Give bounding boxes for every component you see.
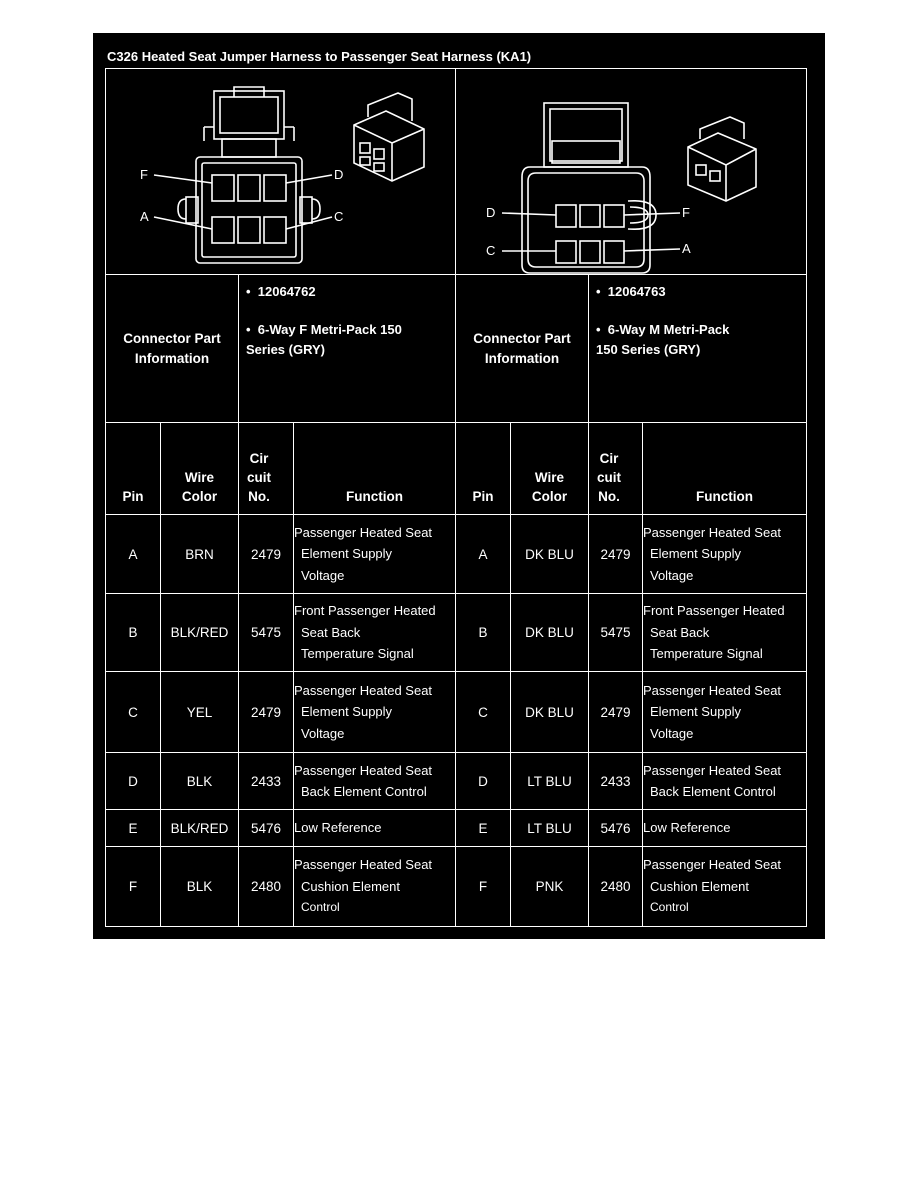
circuit-cell: 5476 — [250, 820, 282, 836]
pin-cell: D — [478, 773, 488, 789]
pin-cell: F — [478, 879, 488, 894]
grid-line — [293, 422, 294, 926]
header-function: Function — [346, 489, 403, 504]
grid-line — [105, 422, 807, 423]
grid-line — [642, 422, 643, 926]
header-pin: Pin — [472, 489, 494, 504]
pin-label-a: A — [682, 241, 691, 256]
wire-color-cell: BRN — [185, 546, 214, 562]
male-connector-diagram: D F C A — [486, 102, 757, 274]
circuit-cell: 2480 — [250, 879, 282, 894]
wire-color-cell: DK BLU — [525, 625, 574, 640]
circuit-cell: 2433 — [600, 773, 631, 789]
female-connector-diagram: F D A C — [140, 86, 425, 264]
circuit-cell: 2479 — [250, 546, 282, 562]
circuit-cell: 5475 — [600, 625, 631, 640]
wire-color-cell: YEL — [186, 704, 213, 720]
circuit-cell: 5476 — [600, 820, 631, 836]
pin-cell: B — [478, 625, 488, 640]
grid-line — [105, 809, 807, 810]
grid-line — [105, 926, 807, 927]
wire-color-cell: BLK — [186, 879, 213, 894]
pin-label-c: C — [334, 209, 343, 224]
part-number: • 12064763 — [596, 284, 666, 299]
connector-sheet: C326 Heated Seat Jumper Harness to Passe… — [93, 33, 825, 939]
wire-color-cell: DK BLU — [525, 704, 574, 720]
connector-part-info-label: Connector Part Information — [123, 331, 221, 366]
circuit-cell: 2479 — [250, 704, 282, 720]
grid-line — [588, 422, 589, 926]
pin-cell: C — [128, 704, 138, 720]
wire-color-cell: BLK — [186, 773, 213, 789]
part-number: • 12064762 — [246, 284, 316, 299]
pin-cell: E — [128, 820, 138, 836]
wire-color-cell: LT BLU — [527, 773, 572, 789]
wire-color-cell: BLK/RED — [170, 625, 229, 640]
pin-label-a: A — [140, 209, 149, 224]
circuit-cell: 2479 — [600, 546, 631, 562]
grid-line — [455, 68, 456, 926]
wire-color-cell: BLK/RED — [170, 820, 229, 836]
pin-cell: C — [478, 704, 488, 720]
circuit-cell: 5475 — [250, 625, 282, 640]
grid-line — [105, 846, 807, 847]
function-cell: Low Reference — [294, 820, 382, 836]
grid-line — [105, 68, 106, 926]
pin-cell: D — [128, 773, 138, 789]
header-pin: Pin — [122, 489, 144, 504]
pin-label-f: F — [140, 167, 148, 182]
grid-line — [105, 68, 807, 69]
function-cell: Low Reference — [643, 820, 731, 836]
grid-line — [588, 274, 589, 422]
wire-color-cell: LT BLU — [527, 820, 572, 836]
circuit-cell: 2480 — [600, 879, 631, 894]
grid-line — [238, 422, 239, 926]
pin-cell: A — [478, 546, 488, 562]
grid-line — [510, 422, 511, 926]
grid-line — [238, 274, 239, 422]
grid-line — [105, 752, 807, 753]
grid-line — [105, 671, 807, 672]
pin-label-d: D — [486, 205, 495, 220]
pin-cell: B — [128, 625, 138, 640]
pin-cell: A — [128, 546, 138, 562]
header-function: Function — [696, 489, 753, 504]
grid-line — [160, 422, 161, 926]
connector-part-info-label: Connector Part Information — [473, 331, 571, 366]
circuit-cell: 2433 — [250, 773, 282, 789]
document-title: C326 Heated Seat Jumper Harness to Passe… — [107, 49, 532, 64]
pin-label-c: C — [486, 243, 495, 258]
pin-label-f: F — [682, 205, 690, 220]
grid-line — [105, 514, 807, 515]
grid-line — [806, 68, 807, 926]
pin-cell: E — [478, 820, 488, 836]
wire-color-cell: PNK — [535, 879, 564, 894]
wire-color-cell: DK BLU — [525, 546, 574, 562]
pin-cell: F — [128, 879, 138, 894]
grid-line — [105, 593, 807, 594]
pin-label-d: D — [334, 167, 343, 182]
grid-line — [105, 274, 807, 275]
circuit-cell: 2479 — [600, 704, 631, 720]
